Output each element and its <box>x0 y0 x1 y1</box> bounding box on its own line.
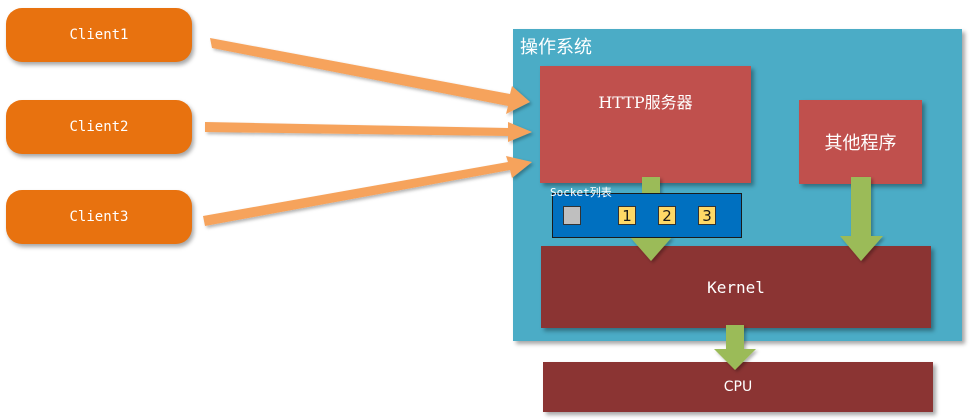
cpu-label: CPU <box>723 379 753 395</box>
cpu-box: CPU <box>543 362 933 412</box>
client-1: Client1 <box>6 8 192 62</box>
arrow-kernel-to-cpu <box>714 325 756 370</box>
operating-system-title: 操作系统 <box>520 37 592 58</box>
socket-slot-3: 3 <box>698 206 716 225</box>
socket-slot-2: 2 <box>658 206 676 225</box>
other-programs-label: 其他程序 <box>824 133 897 154</box>
socket-slot-empty <box>563 206 581 225</box>
http-server-box <box>540 66 751 183</box>
arrow-client2-to-http <box>205 122 532 142</box>
socket-list-label: Socket列表 <box>550 186 612 199</box>
client-3: Client3 <box>6 190 192 244</box>
http-server-label: HTTP服务器 <box>598 93 693 112</box>
arrow-other-to-kernel <box>840 177 883 261</box>
other-programs-box: 其他程序 <box>799 100 922 184</box>
arrow-client3-to-http <box>203 156 532 226</box>
kernel-label: Kernel <box>707 277 765 297</box>
kernel-box: Kernel <box>541 246 931 328</box>
arrow-client1-to-http <box>210 38 530 114</box>
client-2: Client2 <box>6 100 192 154</box>
socket-slot-1: 1 <box>618 206 636 225</box>
